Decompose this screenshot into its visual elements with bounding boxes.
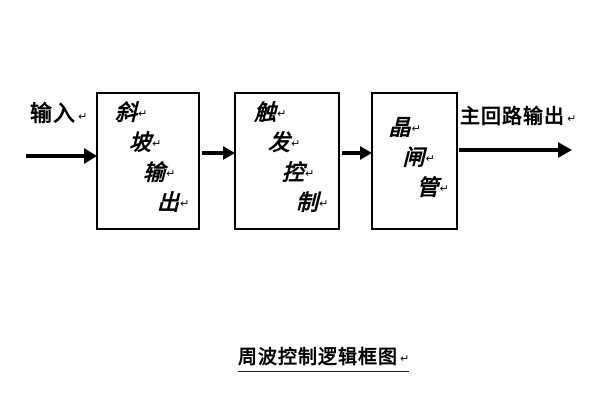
box-label-char: 发↵ <box>268 131 301 156</box>
return-mark-icon: ↵ <box>411 122 421 135</box>
return-mark-icon: ↵ <box>305 167 315 180</box>
return-mark-icon: ↵ <box>78 110 88 123</box>
box-trigger-control: 触↵ 发↵ 控↵ 制↵ <box>234 92 340 230</box>
box-ramp-output: 斜↵ 坡↵ 输↵ 出↵ <box>96 92 200 230</box>
box-label-char: 制↵ <box>296 191 329 216</box>
output-label-text: 主回路输出 <box>460 104 565 128</box>
diagram-caption-text: 周波控制逻辑框图 <box>238 346 399 368</box>
return-mark-icon: ↵ <box>567 112 577 125</box>
return-mark-icon: ↵ <box>166 167 176 180</box>
return-mark-icon: ↵ <box>425 152 435 165</box>
diagram-caption: 周波控制逻辑框图↵ <box>238 342 410 372</box>
return-mark-icon: ↵ <box>400 352 410 365</box>
return-mark-icon: ↵ <box>138 107 148 120</box>
return-mark-icon: ↵ <box>277 107 287 120</box>
return-mark-icon: ↵ <box>319 197 329 210</box>
input-label-text: 输入 <box>30 102 77 127</box>
box-label-char: 闸↵ <box>402 146 435 171</box>
return-mark-icon: ↵ <box>439 182 449 195</box>
arrowhead-box1-box2-icon <box>223 146 235 160</box>
box-label-char: 控↵ <box>282 161 315 186</box>
return-mark-icon: ↵ <box>152 137 162 150</box>
input-arrowhead-icon <box>84 148 97 164</box>
box-thyristor: 晶↵ 闸↵ 管↵ <box>371 92 458 230</box>
box-label-char: 输↵ <box>143 161 176 186</box>
box-label-char: 管↵ <box>416 176 449 201</box>
return-mark-icon: ↵ <box>291 137 301 150</box>
output-label: 主回路输出↵ <box>460 100 576 129</box>
box-label-char: 出↵ <box>157 191 190 216</box>
box-label-char: 坡↵ <box>129 131 162 156</box>
box-label-char: 触↵ <box>254 101 287 126</box>
output-arrowhead-icon <box>558 142 572 158</box>
input-label: 输入↵ <box>30 96 87 128</box>
arrowhead-box2-box3-icon <box>360 146 372 160</box>
box-label-char: 斜↵ <box>115 101 148 126</box>
return-mark-icon: ↵ <box>180 197 190 210</box>
box-label-char: 晶↵ <box>388 116 421 141</box>
